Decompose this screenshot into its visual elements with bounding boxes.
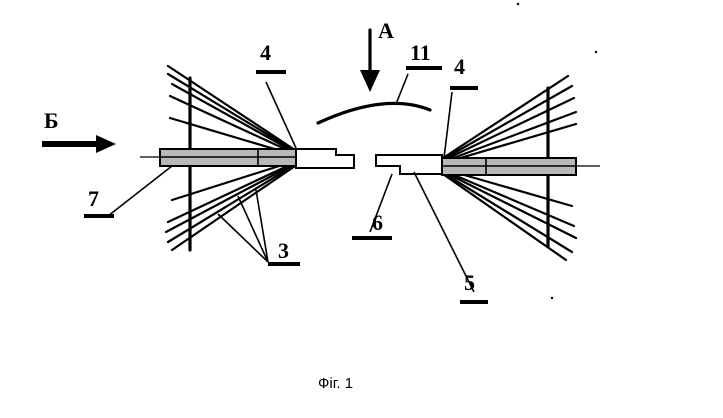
leader-4-right	[443, 91, 453, 159]
label-a: A	[378, 18, 394, 43]
label-4-left: 4	[260, 40, 271, 65]
label-5: 5	[464, 270, 475, 295]
right-emitter-assembly	[375, 74, 600, 262]
leader-3a	[217, 213, 269, 263]
label-4-right: 4	[454, 54, 465, 79]
left-plate	[295, 148, 355, 169]
leader-6	[369, 173, 393, 233]
arrow-a-icon	[360, 28, 380, 92]
right-ray-bundle	[438, 74, 578, 262]
leader-3c	[255, 189, 269, 263]
label-7: 7	[88, 186, 99, 211]
left-ray-bundle	[164, 64, 300, 252]
arrow-b-icon	[42, 135, 116, 153]
leader-4-left	[265, 81, 297, 149]
label-b: Б	[44, 108, 59, 133]
label-3: 3	[278, 238, 289, 263]
curved-element-11	[316, 101, 432, 125]
leader-3b	[237, 195, 269, 263]
figure-caption: Фіг. 1	[318, 375, 353, 392]
label-11: 11	[410, 40, 431, 65]
leader-5	[413, 171, 475, 293]
right-plate	[375, 154, 443, 175]
leader-7	[107, 165, 173, 217]
left-emitter-assembly	[140, 64, 355, 252]
label-6: 6	[372, 210, 383, 235]
